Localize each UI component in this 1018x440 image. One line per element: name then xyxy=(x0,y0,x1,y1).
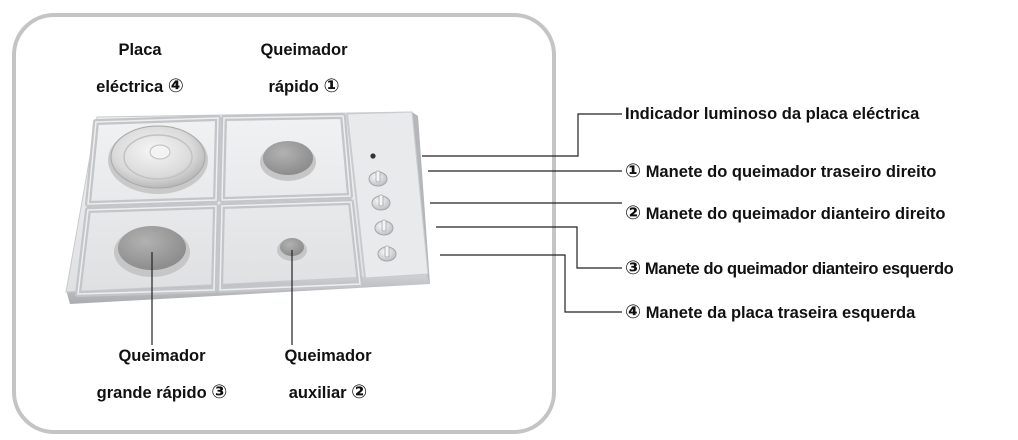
knob-2 xyxy=(371,194,391,211)
callout-knob-2: ② Manete do queimador dianteiro direito xyxy=(625,203,945,224)
callout-knob-1: ① Manete do queimador traseiro direito xyxy=(625,161,936,182)
leader-indicator xyxy=(422,113,622,157)
label-electric-plate-number: ④ xyxy=(167,75,184,97)
label-large-rapid-line1: Queimador xyxy=(118,347,206,365)
callout-knob-2-number: ② xyxy=(625,202,642,224)
callout-knob-3: ③ Manete do queimador dianteiro esquerdo xyxy=(625,257,954,279)
callout-knob-1-text: Manete do queimador traseiro direito xyxy=(645,163,937,181)
label-large-rapid-number: ③ xyxy=(211,381,228,403)
label-large-rapid-text: grande rápido xyxy=(96,384,207,402)
leader-lines xyxy=(151,113,622,345)
leader-knob-4 xyxy=(440,254,622,313)
label-electric-plate-text: eléctrica xyxy=(96,78,164,96)
callout-knob-3-text: Manete do queimador dianteiro esquerdo xyxy=(644,260,954,278)
label-rapid-line1: Queimador xyxy=(260,41,348,59)
label-auxiliary-line2: auxiliar ② xyxy=(289,382,367,403)
label-electric-plate-line2: eléctrica ④ xyxy=(96,76,184,97)
label-electric-plate-line1: Placa xyxy=(118,41,162,59)
callout-knob-2-text: Manete do queimador dianteiro direito xyxy=(645,205,946,223)
indicator-light-dot xyxy=(370,153,376,159)
electric-plate xyxy=(108,125,208,194)
knob-3 xyxy=(374,219,394,236)
label-large-rapid-line2: grande rápido ③ xyxy=(97,382,228,403)
label-auxiliary-text: auxiliar xyxy=(288,384,347,402)
label-rapid-number: ① xyxy=(323,75,340,97)
rapid-burner xyxy=(260,141,316,181)
frame xyxy=(12,13,556,434)
callout-indicator: Indicador luminoso da placa eléctrica xyxy=(625,105,920,123)
callout-knob-3-number: ③ xyxy=(625,257,641,279)
callout-knob-4-number: ④ xyxy=(625,301,642,323)
knob-1 xyxy=(368,170,388,187)
label-rapid-line2: rápido ① xyxy=(268,76,339,97)
pan-support-grid-highlight xyxy=(77,115,361,295)
callout-knob-1-number: ① xyxy=(625,160,642,182)
callout-knob-4-text: Manete da placa traseira esquerda xyxy=(645,304,916,322)
panel-divider xyxy=(346,113,366,279)
label-auxiliary-line1: Queimador xyxy=(284,347,372,365)
label-auxiliary-number: ② xyxy=(351,381,368,403)
label-rapid-text: rápido xyxy=(268,78,319,96)
callout-knob-4: ④ Manete da placa traseira esquerda xyxy=(625,302,915,323)
knob-4 xyxy=(377,245,397,262)
leader-knob-3 xyxy=(436,226,622,269)
